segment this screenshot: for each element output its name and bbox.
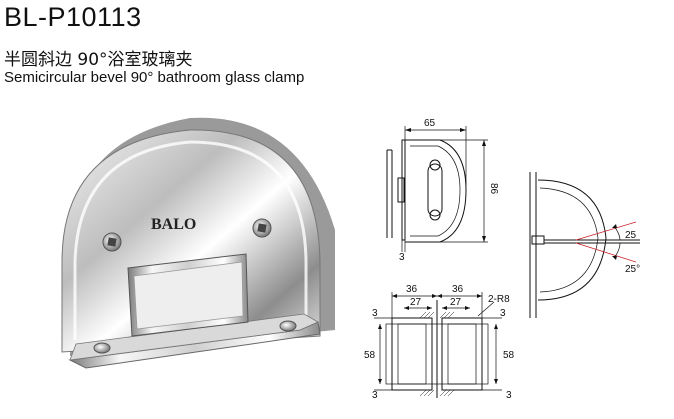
title-chinese: 半圆斜边 90°浴室玻璃夹 <box>4 50 193 70</box>
plan-view-drawing <box>374 292 502 398</box>
dim-top-left: 36 <box>406 284 418 295</box>
dim-bottom-gap: 3 <box>399 252 405 263</box>
dim-edge-top-right: 3 <box>500 308 506 319</box>
dim-inner-left: 27 <box>410 297 422 308</box>
dim-inner-right: 27 <box>450 297 462 308</box>
model-number: BL-P10113 <box>4 2 142 32</box>
dim-width: 65 <box>424 118 436 129</box>
side-view-drawing <box>529 172 640 318</box>
dim-radius: 2-R8 <box>488 294 510 305</box>
dim-top-right: 36 <box>452 284 464 295</box>
dim-height: 86 <box>488 183 499 195</box>
dim-left-height: 58 <box>364 350 376 361</box>
dim-right-height: 58 <box>503 350 515 361</box>
front-view-drawing <box>386 126 488 252</box>
brand-logo: BALO <box>151 216 196 233</box>
clamp-product-image <box>61 117 335 369</box>
dim-edge-top-left: 3 <box>372 308 378 319</box>
dim-edge-bottom-left: 3 <box>372 390 378 401</box>
angle-upper: 25 <box>625 230 637 241</box>
title-english: Semicircular bevel 90° bathroom glass cl… <box>4 69 305 86</box>
angle-lower: 25° <box>625 264 640 275</box>
dim-edge-bottom-right: 3 <box>506 390 512 401</box>
